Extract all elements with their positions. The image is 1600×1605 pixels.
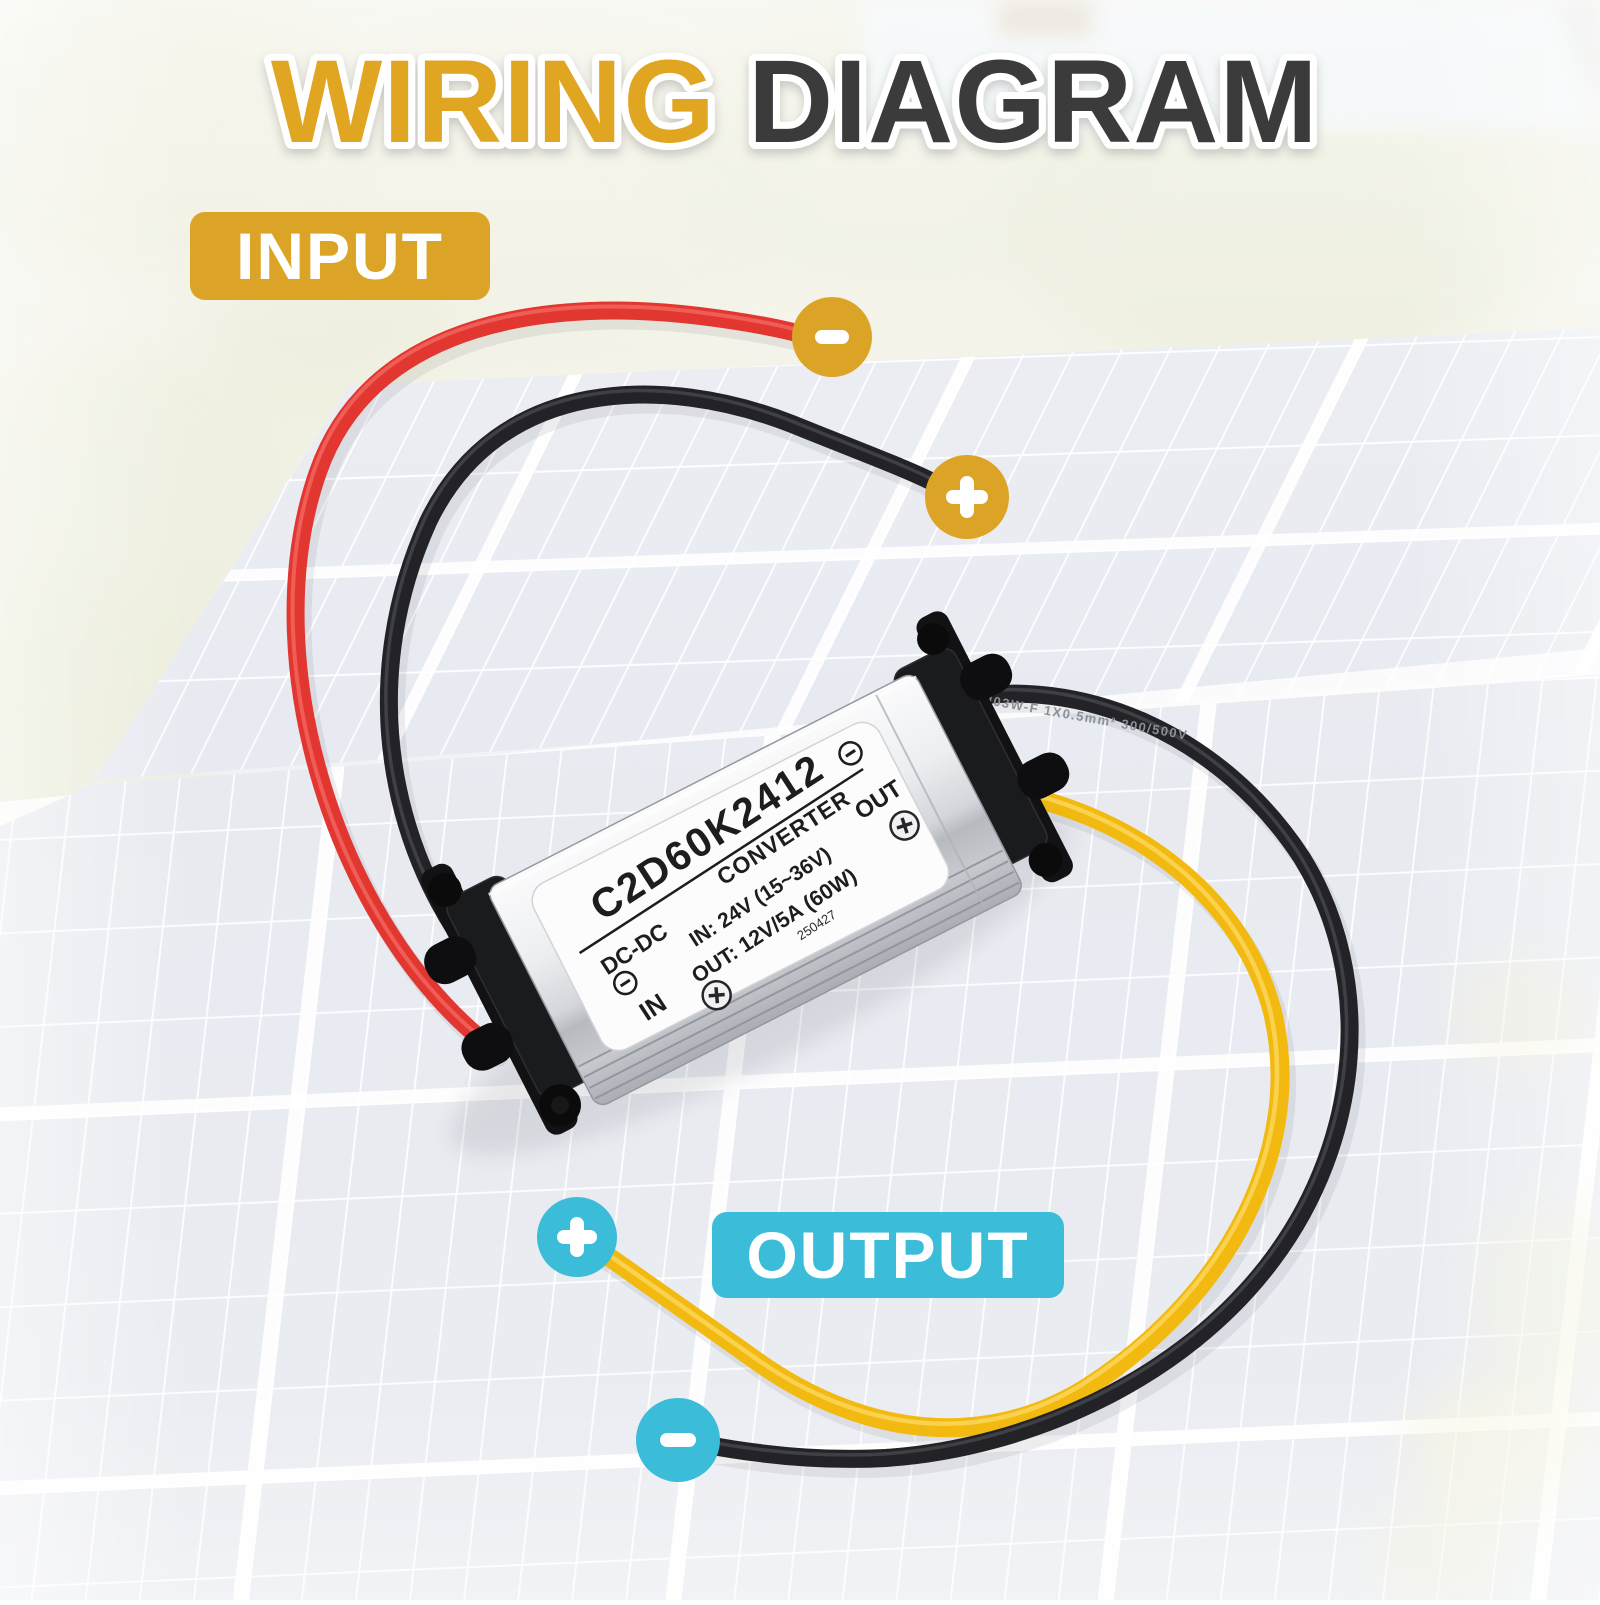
- output-black-wire: [693, 684, 1359, 1468]
- output-black-wire-highlight: [697, 687, 1349, 1457]
- cable-gland-input-black: [424, 936, 477, 985]
- minus-icon: [660, 1433, 696, 1447]
- output-badge-box: [712, 1212, 1064, 1298]
- plus-icon: [557, 1217, 597, 1257]
- input-positive-marker: [925, 455, 1009, 539]
- output-negative-marker: [636, 1398, 720, 1482]
- cable-gland-output-yellow: [1017, 752, 1070, 800]
- page-title: WIRING DIAGRAM: [264, 29, 1325, 175]
- input-badge: INPUT: [190, 212, 490, 300]
- minus-icon: [815, 330, 849, 344]
- input-badge-label: INPUT: [236, 219, 444, 293]
- phillips-screw-icon: [889, 810, 920, 841]
- cable-gland-input-red: [461, 1022, 514, 1071]
- input-badge-box: [190, 212, 490, 300]
- phillips-screw-icon: [701, 979, 732, 1011]
- circled-minus-icon: [838, 741, 863, 766]
- device-left-end-cap: [421, 863, 601, 1135]
- body-top-highlight: [487, 675, 918, 896]
- input-red-wire-highlight: [290, 304, 805, 1046]
- mount-screw-post: [917, 623, 950, 656]
- model-underline: [578, 767, 864, 955]
- output-badge: OUTPUT: [712, 1212, 1064, 1298]
- mount-screw-post: [427, 873, 462, 908]
- title-word-wiring: WIRING: [271, 36, 716, 168]
- body-seam: [875, 694, 987, 910]
- plus-icon: [946, 476, 988, 518]
- input-black-wire-highlight: [384, 388, 939, 998]
- input-negative-marker: [792, 297, 872, 377]
- output-yellow-wire-highlight: [596, 785, 1280, 1426]
- dc-converter-device: C2D60K2412 DC-DC CONVERTER IN: 24V (15~3…: [421, 611, 1073, 1135]
- mount-screw-post: [1028, 842, 1063, 877]
- device-label: [531, 721, 950, 1052]
- circled-minus-icon: [613, 970, 638, 996]
- output-badge-label: OUTPUT: [746, 1218, 1029, 1292]
- output-positive-marker: [537, 1197, 617, 1277]
- title-word-diagram: DIAGRAM: [748, 36, 1319, 168]
- cable-gland-output-black: [960, 653, 1013, 701]
